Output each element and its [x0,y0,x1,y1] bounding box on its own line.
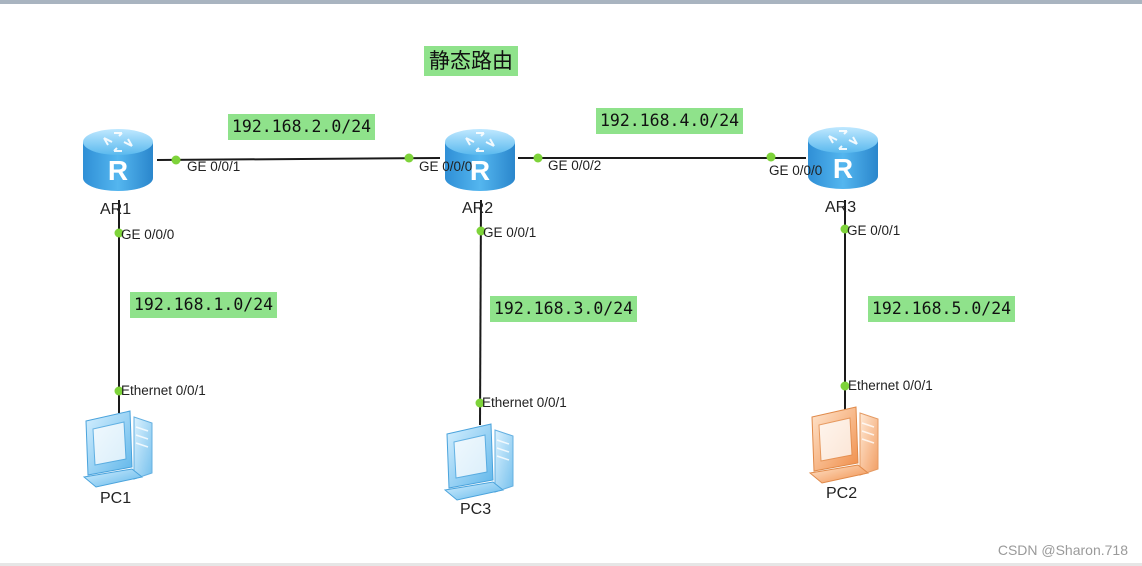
port-dot [840,224,850,234]
port-label-ar2-ge001: GE 0/0/1 [483,225,537,240]
pc3-icon[interactable] [444,423,514,501]
device-name-ar3: AR3 [825,199,857,216]
device-name-ar1: AR1 [100,201,132,218]
port-label-pc1-eth: Ethernet 0/0/1 [121,383,206,398]
port-dot [114,386,124,396]
subnet-label-ar2-pc3: 192.168.3.0/24 [490,296,638,322]
port-label-ar2-ge000: GE 0/0/0 [419,159,473,174]
pc2-icon[interactable] [809,406,879,484]
port-dot [766,152,776,162]
device-name-ar2: AR2 [462,200,494,217]
port-dot [114,228,124,238]
window-top-border [0,0,1142,4]
port-dot [171,155,181,165]
link-ar2-pc3 [479,199,482,426]
port-dot [533,153,543,163]
window-bottom-border [0,563,1142,566]
router-ar3-icon[interactable] [807,126,879,190]
port-dot [840,381,850,391]
port-dot [475,398,485,408]
port-label-ar3-ge001: GE 0/0/1 [847,223,901,238]
device-name-pc1: PC1 [100,490,132,507]
router-ar1-icon[interactable] [82,128,154,192]
subnet-label-ar1-pc1: 192.168.1.0/24 [130,292,278,318]
link-ar1-ar2 [156,157,441,161]
pc1-icon[interactable] [83,410,153,488]
device-name-pc2: PC2 [826,485,858,502]
csdn-watermark: CSDN @Sharon.718 [997,542,1128,558]
port-dot [404,153,414,163]
device-name-pc3: PC3 [460,501,492,518]
subnet-label-ar3-pc2: 192.168.5.0/24 [868,296,1016,322]
subnet-label-ar2-ar3: 192.168.4.0/24 [596,108,744,134]
port-label-pc2-eth: Ethernet 0/0/1 [848,378,933,393]
subnet-label-ar1-ar2: 192.168.2.0/24 [228,114,376,140]
port-label-ar2-ge002: GE 0/0/2 [548,158,602,173]
port-label-ar1-ge000: GE 0/0/0 [121,227,175,242]
port-label-ar1-ge001: GE 0/0/1 [187,159,241,174]
diagram-title: 静态路由 [424,46,518,76]
port-dot [476,226,486,236]
port-label-ar3-ge000: GE 0/0/0 [769,163,823,178]
port-label-pc3-eth: Ethernet 0/0/1 [482,395,567,410]
